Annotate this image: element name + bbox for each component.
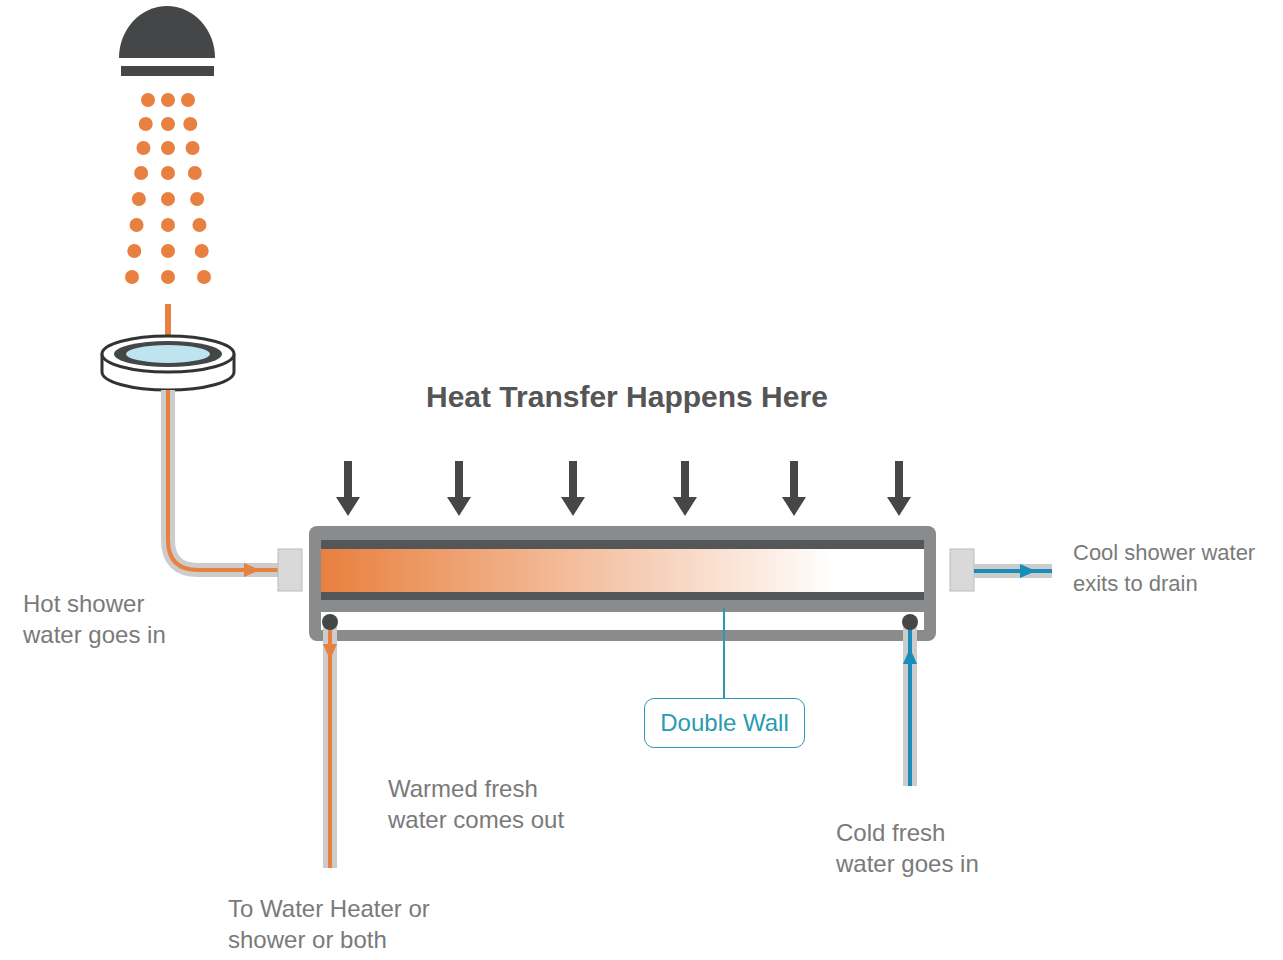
flow-label: Cold fresh water goes in (836, 817, 1001, 879)
leader-line (723, 608, 725, 698)
heat-arrows (336, 461, 911, 516)
diagram-title: Heat Transfer Happens Here (426, 380, 828, 414)
drain (102, 336, 234, 390)
flow-label: Cool shower water exits to drain (1073, 537, 1265, 599)
water-drop (161, 192, 175, 206)
water-drop (183, 117, 197, 131)
water-drop (190, 192, 204, 206)
water-drop (161, 166, 175, 180)
water-drop (188, 166, 202, 180)
water-drop (139, 117, 153, 131)
water-drop (195, 244, 209, 258)
cold-pipe (902, 614, 918, 786)
shower-head (119, 6, 215, 76)
drain-pipe (168, 390, 282, 577)
water-drop (127, 244, 141, 258)
water-drop (134, 166, 148, 180)
warm-pipe (322, 614, 338, 868)
water-drop (161, 244, 175, 258)
water-drop (136, 141, 150, 155)
water-drop (161, 141, 175, 155)
water-drops (125, 93, 211, 284)
water-drop (141, 93, 155, 107)
heat-exchanger (278, 526, 974, 641)
flow-label: Warmed fresh water comes out (388, 773, 586, 835)
callout-box: Double Wall (644, 698, 805, 748)
flow-label: To Water Heater or shower or both (228, 893, 435, 955)
water-drop (161, 93, 175, 107)
water-drop (132, 192, 146, 206)
water-drop (161, 117, 175, 131)
callout-text: Double Wall (660, 709, 789, 737)
water-drop (161, 270, 175, 284)
water-drop (125, 270, 139, 284)
flow-label: Hot shower water goes in (23, 588, 188, 650)
water-drop (192, 218, 206, 232)
water-drop (197, 270, 211, 284)
water-drop (181, 93, 195, 107)
outlet-pipe (974, 564, 1052, 578)
water-drop (186, 141, 200, 155)
water-drop (161, 218, 175, 232)
water-drop (130, 218, 144, 232)
